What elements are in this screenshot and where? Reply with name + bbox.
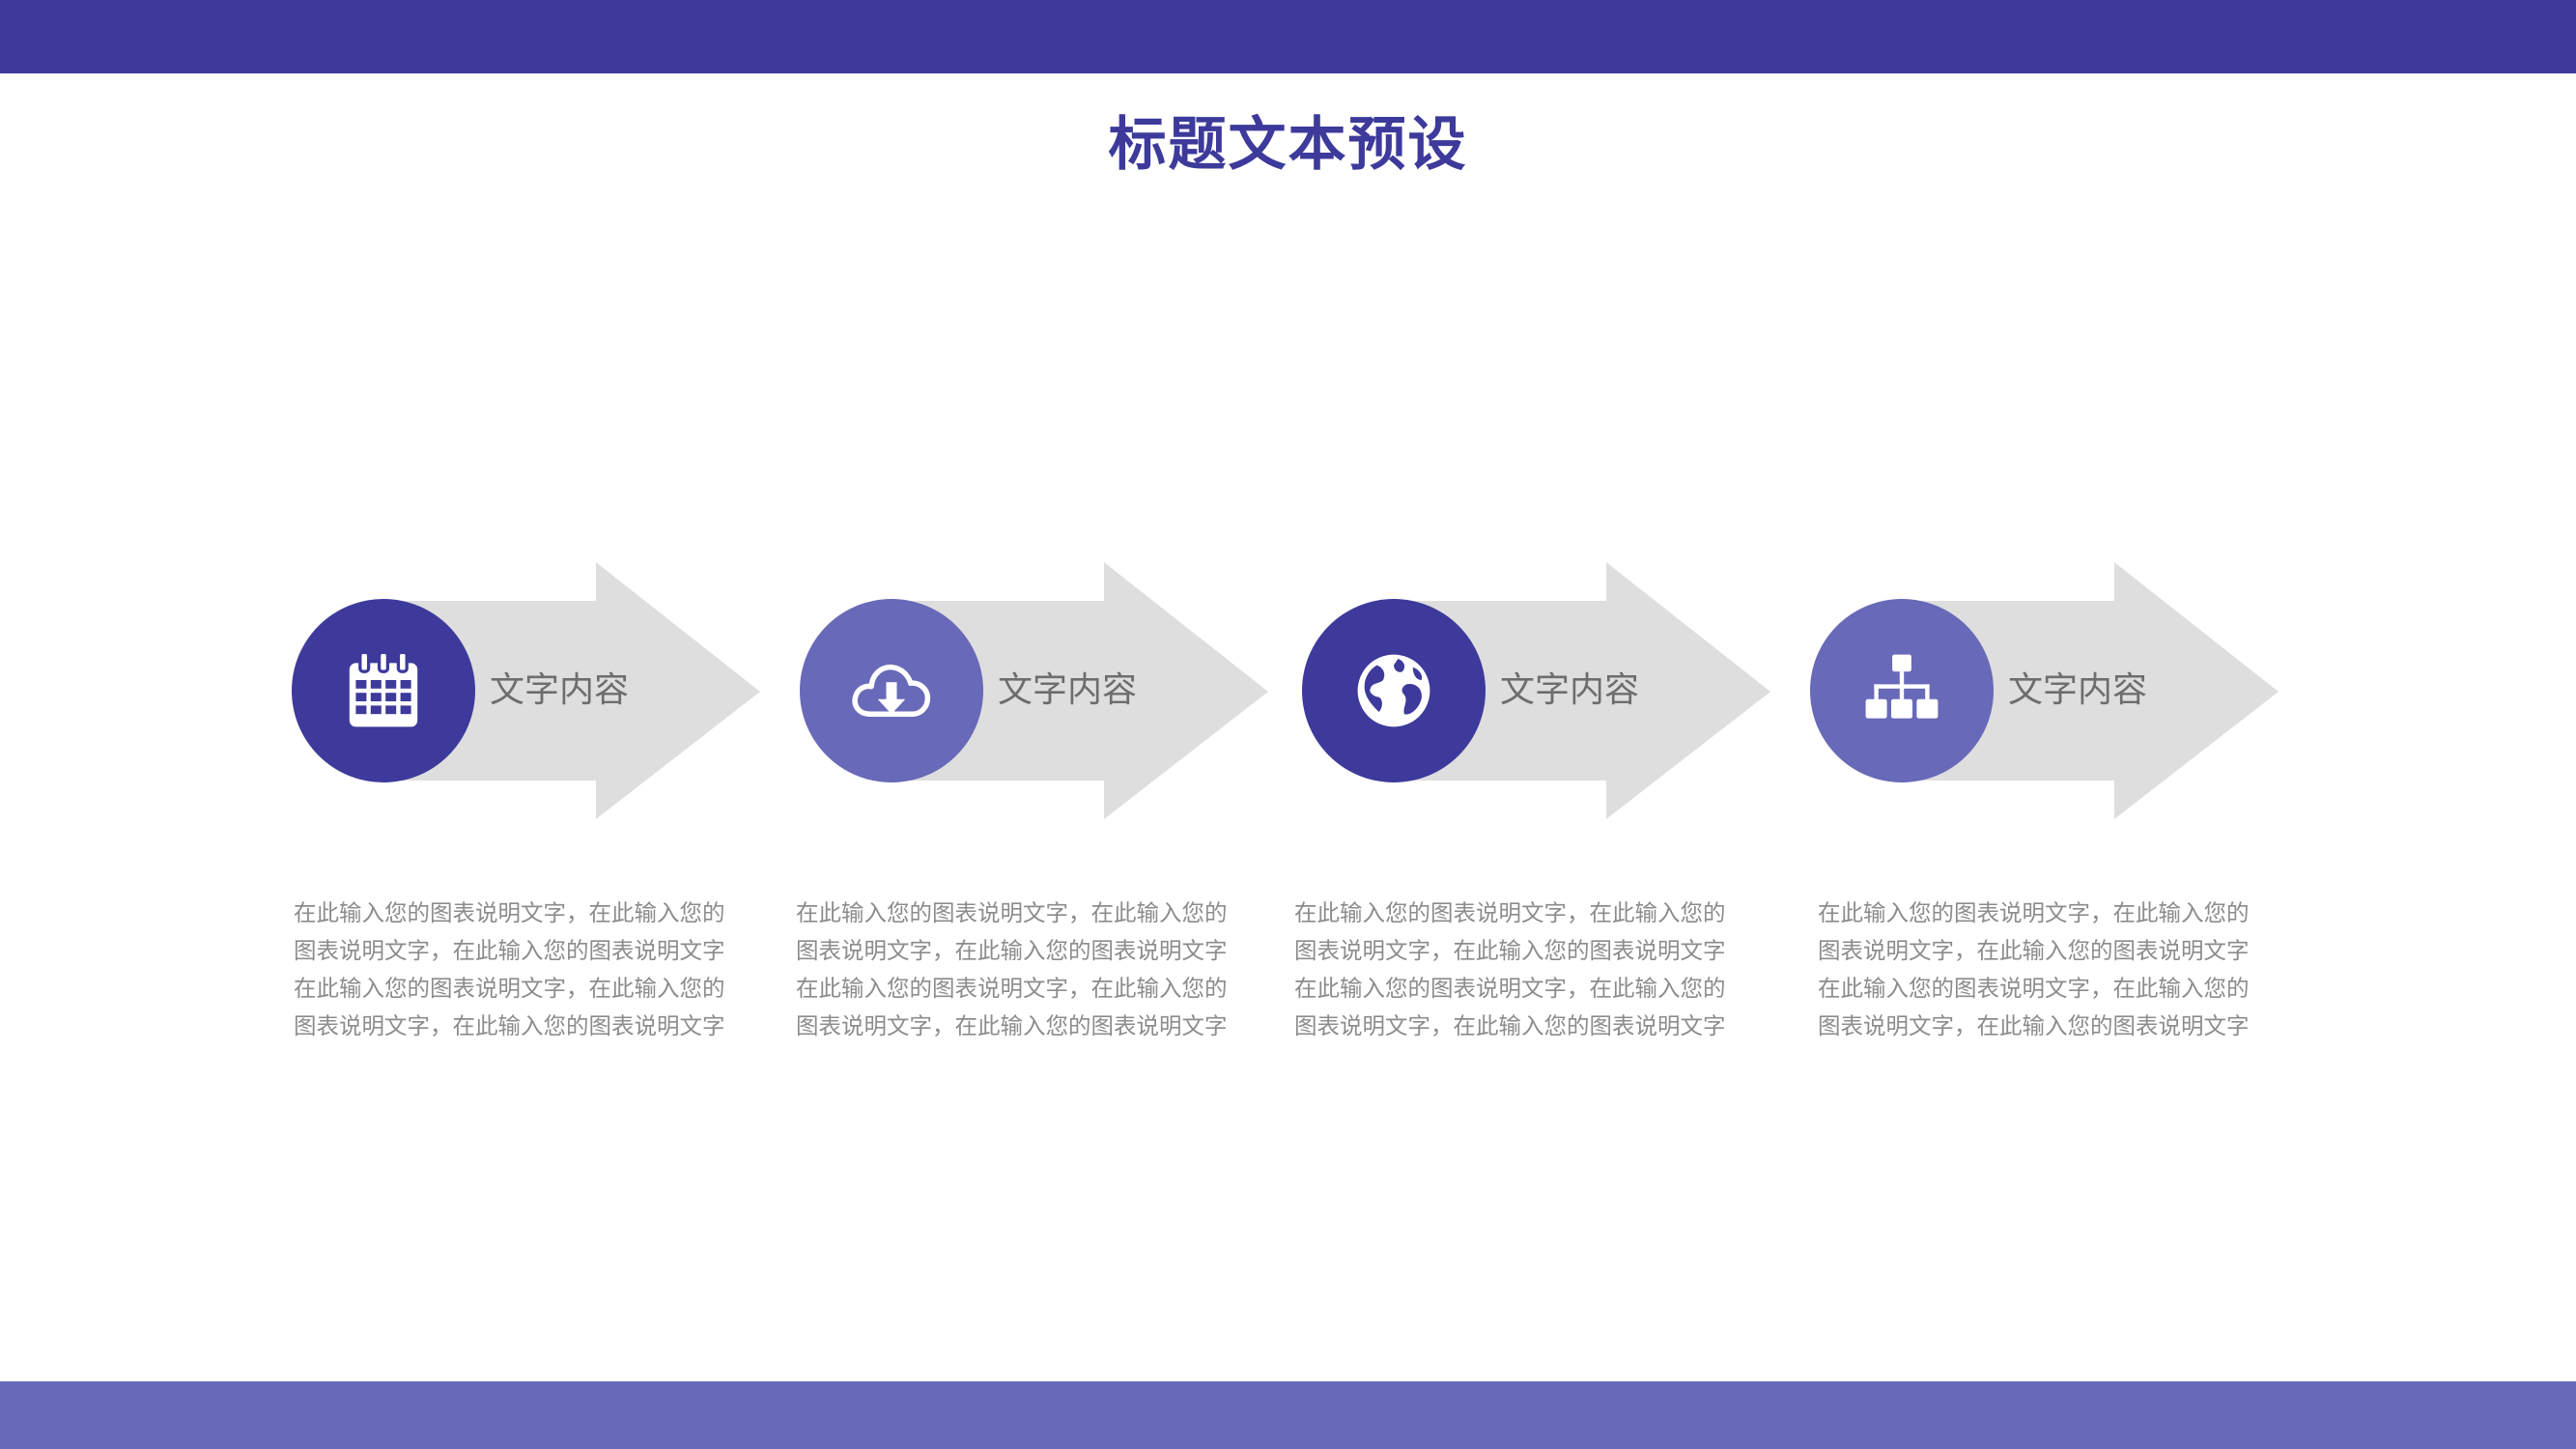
top-color-bar: [0, 0, 2576, 73]
cloud-download-icon: [852, 665, 931, 717]
globe-icon: [1357, 654, 1430, 727]
step-arrow-shape: [892, 562, 1268, 819]
step-arrow-shape: [1902, 562, 2279, 819]
step-icon-circle: [292, 599, 475, 782]
step-arrow-shape: [383, 562, 760, 819]
step-label: 文字内容: [998, 670, 1138, 710]
step-description: 在此输入您的图表说明文字，在此输入您的图表说明文字，在此输入您的图表说明文字在此…: [796, 899, 1228, 1039]
step-3: 文字内容: [1302, 562, 1785, 823]
calendar-icon: [349, 650, 418, 727]
org-chart-icon: [1865, 654, 1939, 719]
step-label: 文字内容: [490, 670, 630, 710]
step-1: 文字内容: [292, 562, 775, 823]
step-description: 在此输入您的图表说明文字，在此输入您的图表说明文字，在此输入您的图表说明文字在此…: [1294, 899, 1726, 1039]
page-title: 标题文本预设: [1108, 111, 1468, 179]
step-4: 文字内容: [1810, 562, 2293, 823]
step-arrow-shape: [1394, 562, 1770, 819]
step-description: 在此输入您的图表说明文字，在此输入您的图表说明文字，在此输入您的图表说明文字在此…: [1818, 899, 2250, 1039]
bottom-color-bar: [0, 1381, 2576, 1449]
step-icon-circle: [1810, 599, 1994, 782]
step-2: 文字内容: [800, 562, 1283, 823]
step-icon-circle: [1302, 599, 1486, 782]
step-label: 文字内容: [1500, 670, 1640, 710]
step-description: 在此输入您的图表说明文字，在此输入您的图表说明文字，在此输入您的图表说明文字在此…: [294, 899, 725, 1039]
step-icon-circle: [800, 599, 983, 782]
step-label: 文字内容: [2008, 670, 2148, 710]
